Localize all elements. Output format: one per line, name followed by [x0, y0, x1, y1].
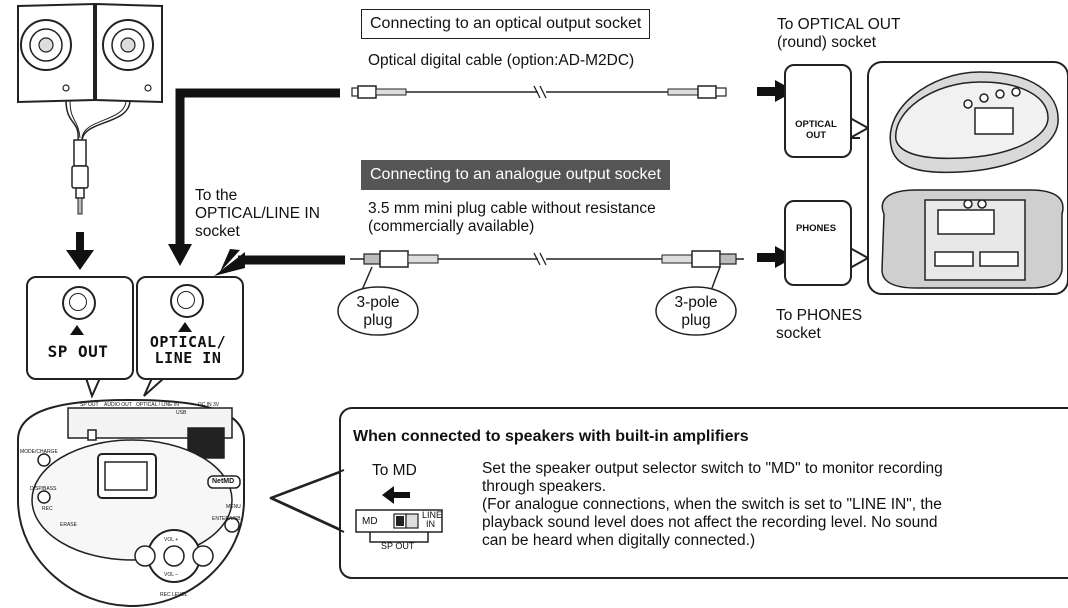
device-disp-bass-label: DISP/BASS [30, 486, 57, 492]
note-text-line-1: Set the speaker output selector switch t… [482, 460, 943, 477]
plug-callouts [337, 266, 737, 336]
analogue-section-header: Connecting to an analogue output socket [361, 160, 670, 190]
optical-out-socket-label-1: OPTICAL [795, 119, 837, 130]
sp-out-label: SP OUT [47, 342, 109, 361]
switch-md-label: MD [362, 516, 378, 527]
device-audio-out-label: AUDIO OUT [104, 402, 132, 408]
note-text-line-3: (For analogue connections, when the swit… [482, 496, 942, 513]
md-recorder-illustration [17, 398, 245, 608]
device-menu-label: MENU [226, 504, 241, 510]
note-title: When connected to speakers with built-in… [353, 428, 749, 445]
phones-socket-label: PHONES [795, 223, 837, 234]
note-text-line-2: through speakers. [482, 478, 607, 495]
sp-out-socket-inner [69, 293, 87, 311]
line-in-target-label-3: socket [195, 223, 240, 240]
device-vol-minus-label: VOL – [164, 572, 178, 578]
analogue-cable-label-1: 3.5 mm mini plug cable without resistanc… [368, 200, 656, 217]
line-in-target-label-2: OPTICAL/LINE IN [195, 205, 320, 222]
speakers-illustration [17, 2, 163, 215]
optical-target-label-2: (round) socket [777, 34, 877, 51]
phones-socket-panel [784, 200, 852, 286]
note-callout [269, 407, 1068, 579]
switch-sp-out-label: SP OUT [381, 541, 415, 551]
portable-player-illustration [867, 61, 1068, 295]
device-netmd-logo: NetMD [212, 478, 235, 485]
optical-cable-label: Optical digital cable (option:AD-M2DC) [368, 52, 635, 69]
phones-target-label-2: socket [776, 325, 821, 342]
device-mode-charge-label: MODE/CHARGE [20, 449, 58, 455]
connection-arrows [66, 80, 795, 276]
plug-right-label-1: 3-pole [674, 294, 718, 311]
note-to-md-label: To MD [372, 462, 417, 479]
device-enter-usb-label: ENTER/USB [212, 516, 241, 522]
optical-target-label-1: To OPTICAL OUT [777, 16, 901, 33]
device-vol-plus-label: VOL + [164, 537, 179, 543]
note-text-line-5: can be heard when digitally connected.) [482, 532, 756, 549]
device-rec-level-label: REC LEVEL [160, 592, 188, 598]
sp-out-triangle-icon [70, 325, 84, 335]
optical-line-in-label-2: LINE IN [154, 349, 222, 367]
device-rec-label: REC [42, 506, 53, 512]
device-optical-line-in-label: OPTICAL / LINE IN [136, 402, 179, 408]
optical-line-in-socket-inner [177, 291, 195, 309]
note-text-line-4: playback sound level does not affect the… [482, 514, 938, 531]
socket-callout-pointers [85, 377, 165, 399]
switch-line-in-label-1: LINE [422, 510, 443, 520]
phones-target-label-1: To PHONES [776, 307, 863, 324]
optical-line-in-triangle-icon [178, 322, 192, 332]
optical-line-in-label-1: OPTICAL/ [149, 333, 227, 351]
line-in-target-label-1: To the [195, 187, 238, 204]
analogue-cable-label-2: (commercially available) [368, 218, 535, 235]
switch-line-in-label-2: IN [426, 519, 435, 529]
plug-right-label-2: plug [681, 312, 711, 329]
plug-left-label-2: plug [363, 312, 393, 329]
analogue-cable [350, 250, 744, 268]
device-dc-in-label: DC IN 3V [198, 402, 220, 408]
device-erase-label: ERASE [60, 522, 77, 528]
optical-section-header: Connecting to an optical output socket [361, 9, 651, 39]
optical-cable [351, 85, 727, 99]
optical-out-socket-panel [784, 64, 852, 158]
device-sp-out-label: SP OUT [80, 402, 99, 408]
device-usb-label: USB [176, 410, 187, 416]
plug-left-label-1: 3-pole [356, 294, 400, 311]
optical-out-socket-label-2: OUT [805, 130, 827, 141]
